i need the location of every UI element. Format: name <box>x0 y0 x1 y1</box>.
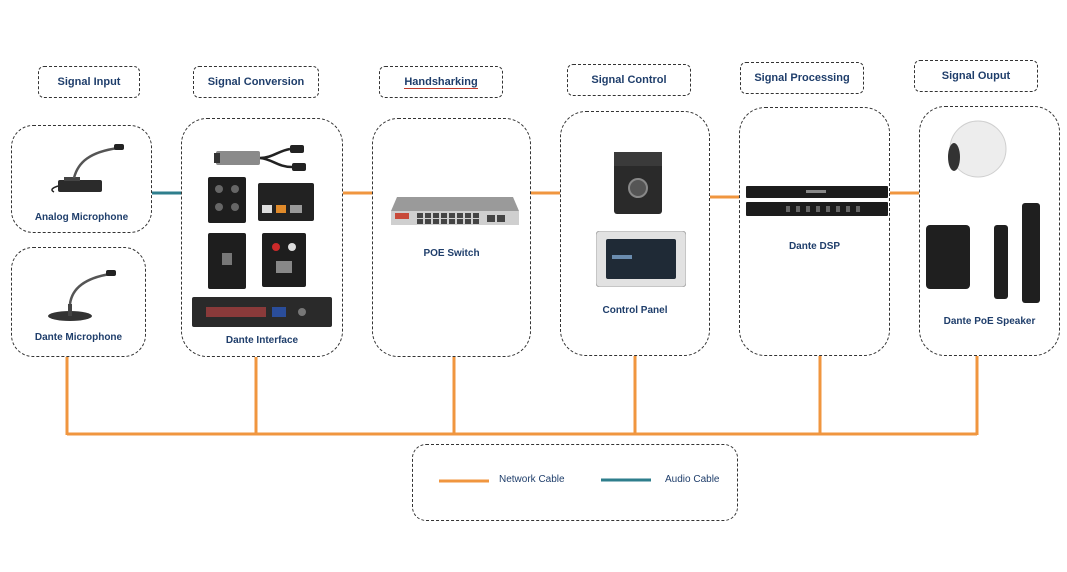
label-dante-dsp: Dante DSP <box>788 241 841 252</box>
card-dante-microphone: Dante Microphone <box>11 247 146 357</box>
rack-interface-icon <box>192 297 332 327</box>
wall-plate-xlr-icon <box>208 177 246 223</box>
card-analog-microphone: Analog Microphone <box>11 125 152 233</box>
label-dante-microphone: Dante Microphone <box>34 332 123 343</box>
legend-box: Network Cable Audio Cable <box>412 444 738 521</box>
label-control-panel: Control Panel <box>602 305 668 316</box>
legend-audio-label: Audio Cable <box>665 474 720 485</box>
label-dante-poe-speaker: Dante PoE Speaker <box>943 316 1036 327</box>
label-dante-interface: Dante Interface <box>225 335 299 346</box>
poe-switch-icon <box>391 197 519 225</box>
card-control-panel: Control Panel <box>560 111 710 356</box>
label-analog-microphone: Analog Microphone <box>34 212 129 223</box>
column-speaker-large-icon <box>1022 203 1040 303</box>
io-box-icon <box>258 183 314 221</box>
cabinet-speaker-icon <box>926 225 970 289</box>
card-dante-poe-speaker: Dante PoE Speaker <box>919 106 1060 356</box>
dsp-rack-icon <box>746 186 888 216</box>
stage-header-output: Signal Ouput <box>914 60 1038 92</box>
card-poe-switch: POE Switch <box>372 118 531 357</box>
ceiling-speaker-icon <box>948 120 1007 178</box>
stage-header-input: Signal Input <box>38 66 140 98</box>
touch-panel-icon <box>596 231 686 287</box>
wall-controller-icon <box>614 152 662 214</box>
stage-header-processing: Signal Processing <box>740 62 864 94</box>
legend-network-label: Network Cable <box>499 474 565 485</box>
column-speaker-small-icon <box>994 225 1008 299</box>
stage-header-handshaking-text: Handsharking <box>404 75 478 89</box>
dante-adapter-cable-icon <box>214 145 306 171</box>
dante-microphone-icon <box>48 270 116 321</box>
wall-plate-single-icon <box>208 233 246 289</box>
card-dante-interface: Dante Interface <box>181 118 343 357</box>
stage-header-control: Signal Control <box>567 64 691 96</box>
card-dante-dsp: Dante DSP <box>739 107 890 356</box>
legend-network-swatch <box>439 479 489 483</box>
stage-header-conversion: Signal Conversion <box>193 66 319 98</box>
gooseneck-microphone-icon <box>51 144 124 193</box>
label-poe-switch: POE Switch <box>423 248 480 259</box>
legend-audio-swatch <box>601 478 651 482</box>
wall-plate-rca-icon <box>262 233 306 287</box>
stage-header-handshaking: Handsharking <box>379 66 503 98</box>
